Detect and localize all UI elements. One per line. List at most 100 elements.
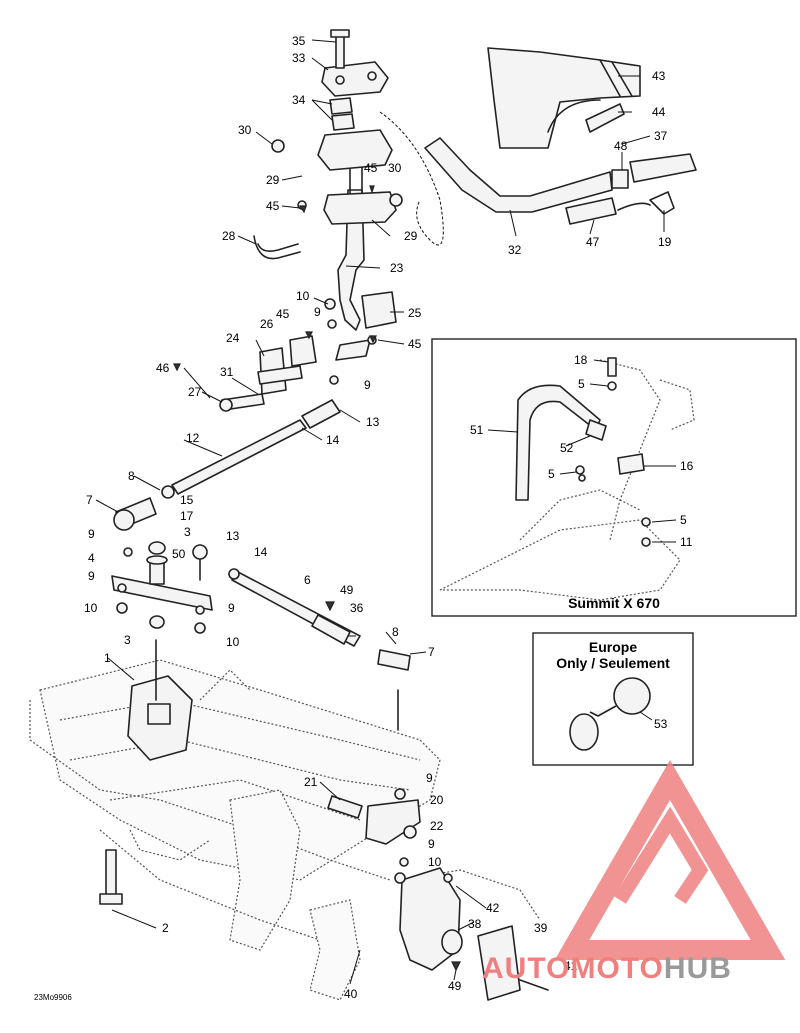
tie-rods	[161, 399, 411, 671]
callout-43: 43	[652, 69, 666, 83]
europe-inset-title-line2: Only / Seulement	[556, 655, 670, 671]
callout-45: 45	[364, 161, 378, 175]
horn-bell	[569, 713, 599, 751]
callout-9: 9	[428, 837, 435, 851]
callout-50: 50	[172, 547, 186, 561]
callout-45: 45	[266, 199, 280, 213]
callout-10: 10	[226, 635, 240, 649]
callout-45: 45	[408, 337, 422, 351]
callout-30: 30	[388, 161, 402, 175]
callout-31: 31	[220, 365, 234, 379]
callout-26: 26	[260, 317, 274, 331]
steering-column	[317, 29, 397, 361]
callout-13: 13	[366, 415, 380, 429]
callout-39: 39	[534, 921, 548, 935]
summit-inset-title: Summit X 670	[568, 595, 660, 611]
callout-3: 3	[184, 525, 191, 539]
callout-5: 5	[548, 467, 555, 481]
callout-32: 32	[508, 243, 522, 257]
callout-36: 36	[350, 601, 364, 615]
callout-4: 4	[88, 551, 95, 565]
watermark-moto: MOTO	[570, 952, 663, 985]
handlebar-pad	[487, 47, 641, 149]
callout-7: 7	[428, 645, 435, 659]
callout-47: 47	[586, 235, 600, 249]
summit-inset: 18 5 51 52 16 5 5 11 Summit X 670	[431, 338, 797, 617]
callout-37: 37	[654, 129, 668, 143]
callout-10: 10	[84, 601, 98, 615]
callout-14: 14	[254, 545, 268, 559]
callout-13: 13	[226, 529, 240, 543]
callout-20: 20	[430, 793, 444, 807]
callout-52: 52	[560, 441, 574, 455]
callout-2: 2	[162, 921, 169, 935]
callout-9: 9	[228, 601, 235, 615]
callout-40: 40	[344, 987, 358, 1001]
callout-8: 8	[392, 625, 399, 639]
lower-steering-parts	[99, 675, 549, 1001]
callout-19: 19	[658, 235, 672, 249]
callout-27: 27	[188, 385, 202, 399]
callout-5: 5	[680, 513, 687, 527]
callout-9: 9	[88, 569, 95, 583]
callout-18: 18	[574, 353, 588, 367]
callout-9: 9	[314, 305, 321, 319]
callout-30: 30	[238, 123, 252, 137]
callout-5: 5	[578, 377, 585, 391]
watermark-auto: AUTO	[482, 952, 570, 985]
callout-1: 1	[104, 651, 111, 665]
callout-41: 41	[564, 959, 578, 973]
watermark-hub: HUB	[664, 952, 732, 985]
callout-33: 33	[292, 51, 306, 65]
callout-45: 45	[276, 307, 290, 321]
callout-49: 49	[340, 583, 354, 597]
callout-9: 9	[88, 527, 95, 541]
callout-34: 34	[292, 93, 306, 107]
callout-53: 53	[654, 717, 668, 731]
callout-6: 6	[304, 573, 311, 587]
callout-46: 46	[156, 361, 170, 375]
callout-44: 44	[652, 105, 666, 119]
callout-17: 17	[180, 509, 194, 523]
callout-15: 15	[180, 493, 194, 507]
callout-29: 29	[404, 229, 418, 243]
europe-inset: Europe Only / Seulement 53	[532, 632, 694, 766]
callout-23: 23	[390, 261, 404, 275]
callout-10: 10	[428, 855, 442, 869]
callout-35: 35	[292, 34, 306, 48]
europe-inset-title-line1: Europe	[589, 639, 637, 655]
callout-12: 12	[186, 431, 200, 445]
callout-3: 3	[124, 633, 131, 647]
callout-14: 14	[326, 433, 340, 447]
handlebar	[424, 137, 697, 225]
callout-51: 51	[470, 423, 484, 437]
callout-10: 10	[296, 289, 310, 303]
callout-9: 9	[364, 378, 371, 392]
watermark-triangle	[554, 759, 786, 960]
callout-9: 9	[426, 771, 433, 785]
callout-49: 49	[448, 979, 462, 993]
callout-11: 11	[680, 535, 693, 549]
callout-48: 48	[614, 139, 628, 153]
callout-42: 42	[486, 901, 500, 915]
hardware	[116, 139, 461, 972]
watermark-text: AUTOMOTOHUB	[482, 952, 732, 985]
callout-8: 8	[128, 469, 135, 483]
callout-24: 24	[226, 331, 240, 345]
callout-7: 7	[86, 493, 93, 507]
throttle-cable	[379, 111, 444, 246]
automotohub-watermark: AUTOMOTOHUB	[482, 759, 786, 985]
horn-bulb	[613, 677, 651, 715]
leader-lines	[95, 39, 665, 985]
callout-16: 16	[680, 459, 694, 473]
link-parts	[111, 497, 213, 629]
column-support-parts	[219, 235, 317, 412]
callout-21: 21	[304, 775, 318, 789]
callout-38: 38	[468, 917, 482, 931]
callout-29: 29	[266, 173, 280, 187]
diagram-code: 23Mo9906	[34, 993, 72, 1002]
chassis-frame	[29, 659, 541, 1001]
callout-22: 22	[430, 819, 444, 833]
callout-28: 28	[222, 229, 236, 243]
